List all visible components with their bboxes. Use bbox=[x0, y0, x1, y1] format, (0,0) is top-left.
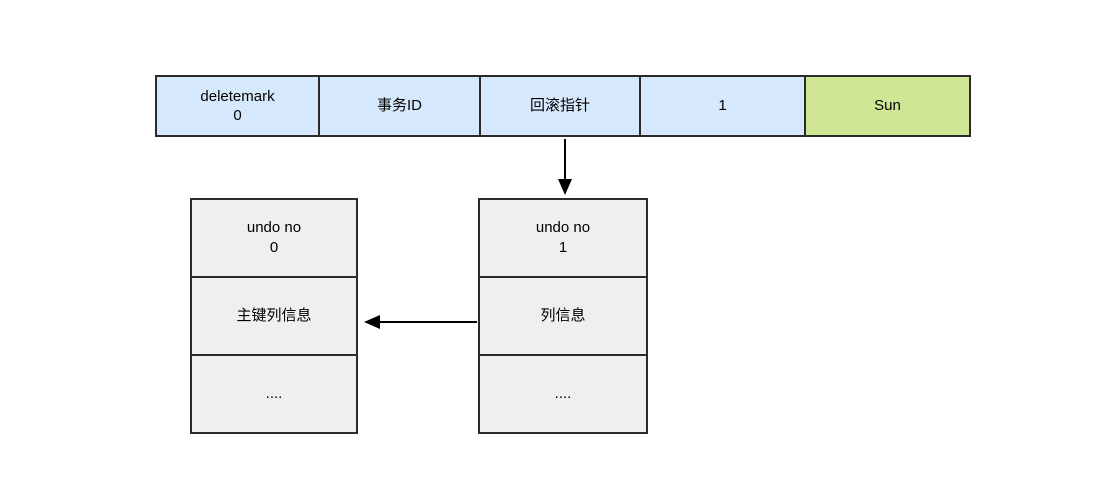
undo-row-line1: undo no bbox=[535, 218, 591, 236]
record-cell-roll-pointer: 回滚指针 bbox=[479, 75, 641, 137]
undo-row-line2: 0 bbox=[269, 239, 279, 256]
cell-label-line2: 0 bbox=[233, 107, 242, 124]
undo-log-0-ellipsis-row: .... bbox=[190, 354, 358, 434]
cell-label-line1: Sun bbox=[874, 97, 901, 115]
cell-label-line1: deletemark bbox=[200, 87, 275, 105]
undo-row-line1: undo no bbox=[246, 218, 302, 236]
undo-log-1-column-info-row: 列信息 bbox=[478, 276, 648, 356]
undo-log-1-box: undo no 1 列信息 .... bbox=[478, 198, 648, 434]
undo-log-1-header-row: undo no 1 bbox=[478, 198, 648, 278]
record-cell-value-1: 1 bbox=[639, 75, 806, 137]
undo-row-line1: 主键列信息 bbox=[236, 306, 312, 324]
cell-label-line1: 回滚指针 bbox=[529, 97, 590, 115]
undo-log-0-primary-key-row: 主键列信息 bbox=[190, 276, 358, 356]
record-cell-deletemark: deletemark 0 bbox=[155, 75, 320, 137]
undo-row-line1: .... bbox=[265, 384, 283, 402]
undo-log-1-ellipsis-row: .... bbox=[478, 354, 648, 434]
undo-log-0-box: undo no 0 主键列信息 .... bbox=[190, 198, 358, 434]
record-cell-value-sun: Sun bbox=[804, 75, 971, 137]
cell-label-line1: 事务ID bbox=[376, 97, 422, 115]
undo-row-line2: 1 bbox=[558, 239, 568, 256]
record-cell-trx-id: 事务ID bbox=[318, 75, 481, 137]
undo-row-line1: 列信息 bbox=[540, 306, 586, 324]
cell-label-line1: 1 bbox=[718, 97, 727, 115]
undo-row-line1: .... bbox=[554, 384, 572, 402]
record-row: deletemark 0 事务ID 回滚指针 1 Sun bbox=[155, 75, 971, 137]
undo-log-0-header-row: undo no 0 bbox=[190, 198, 358, 278]
